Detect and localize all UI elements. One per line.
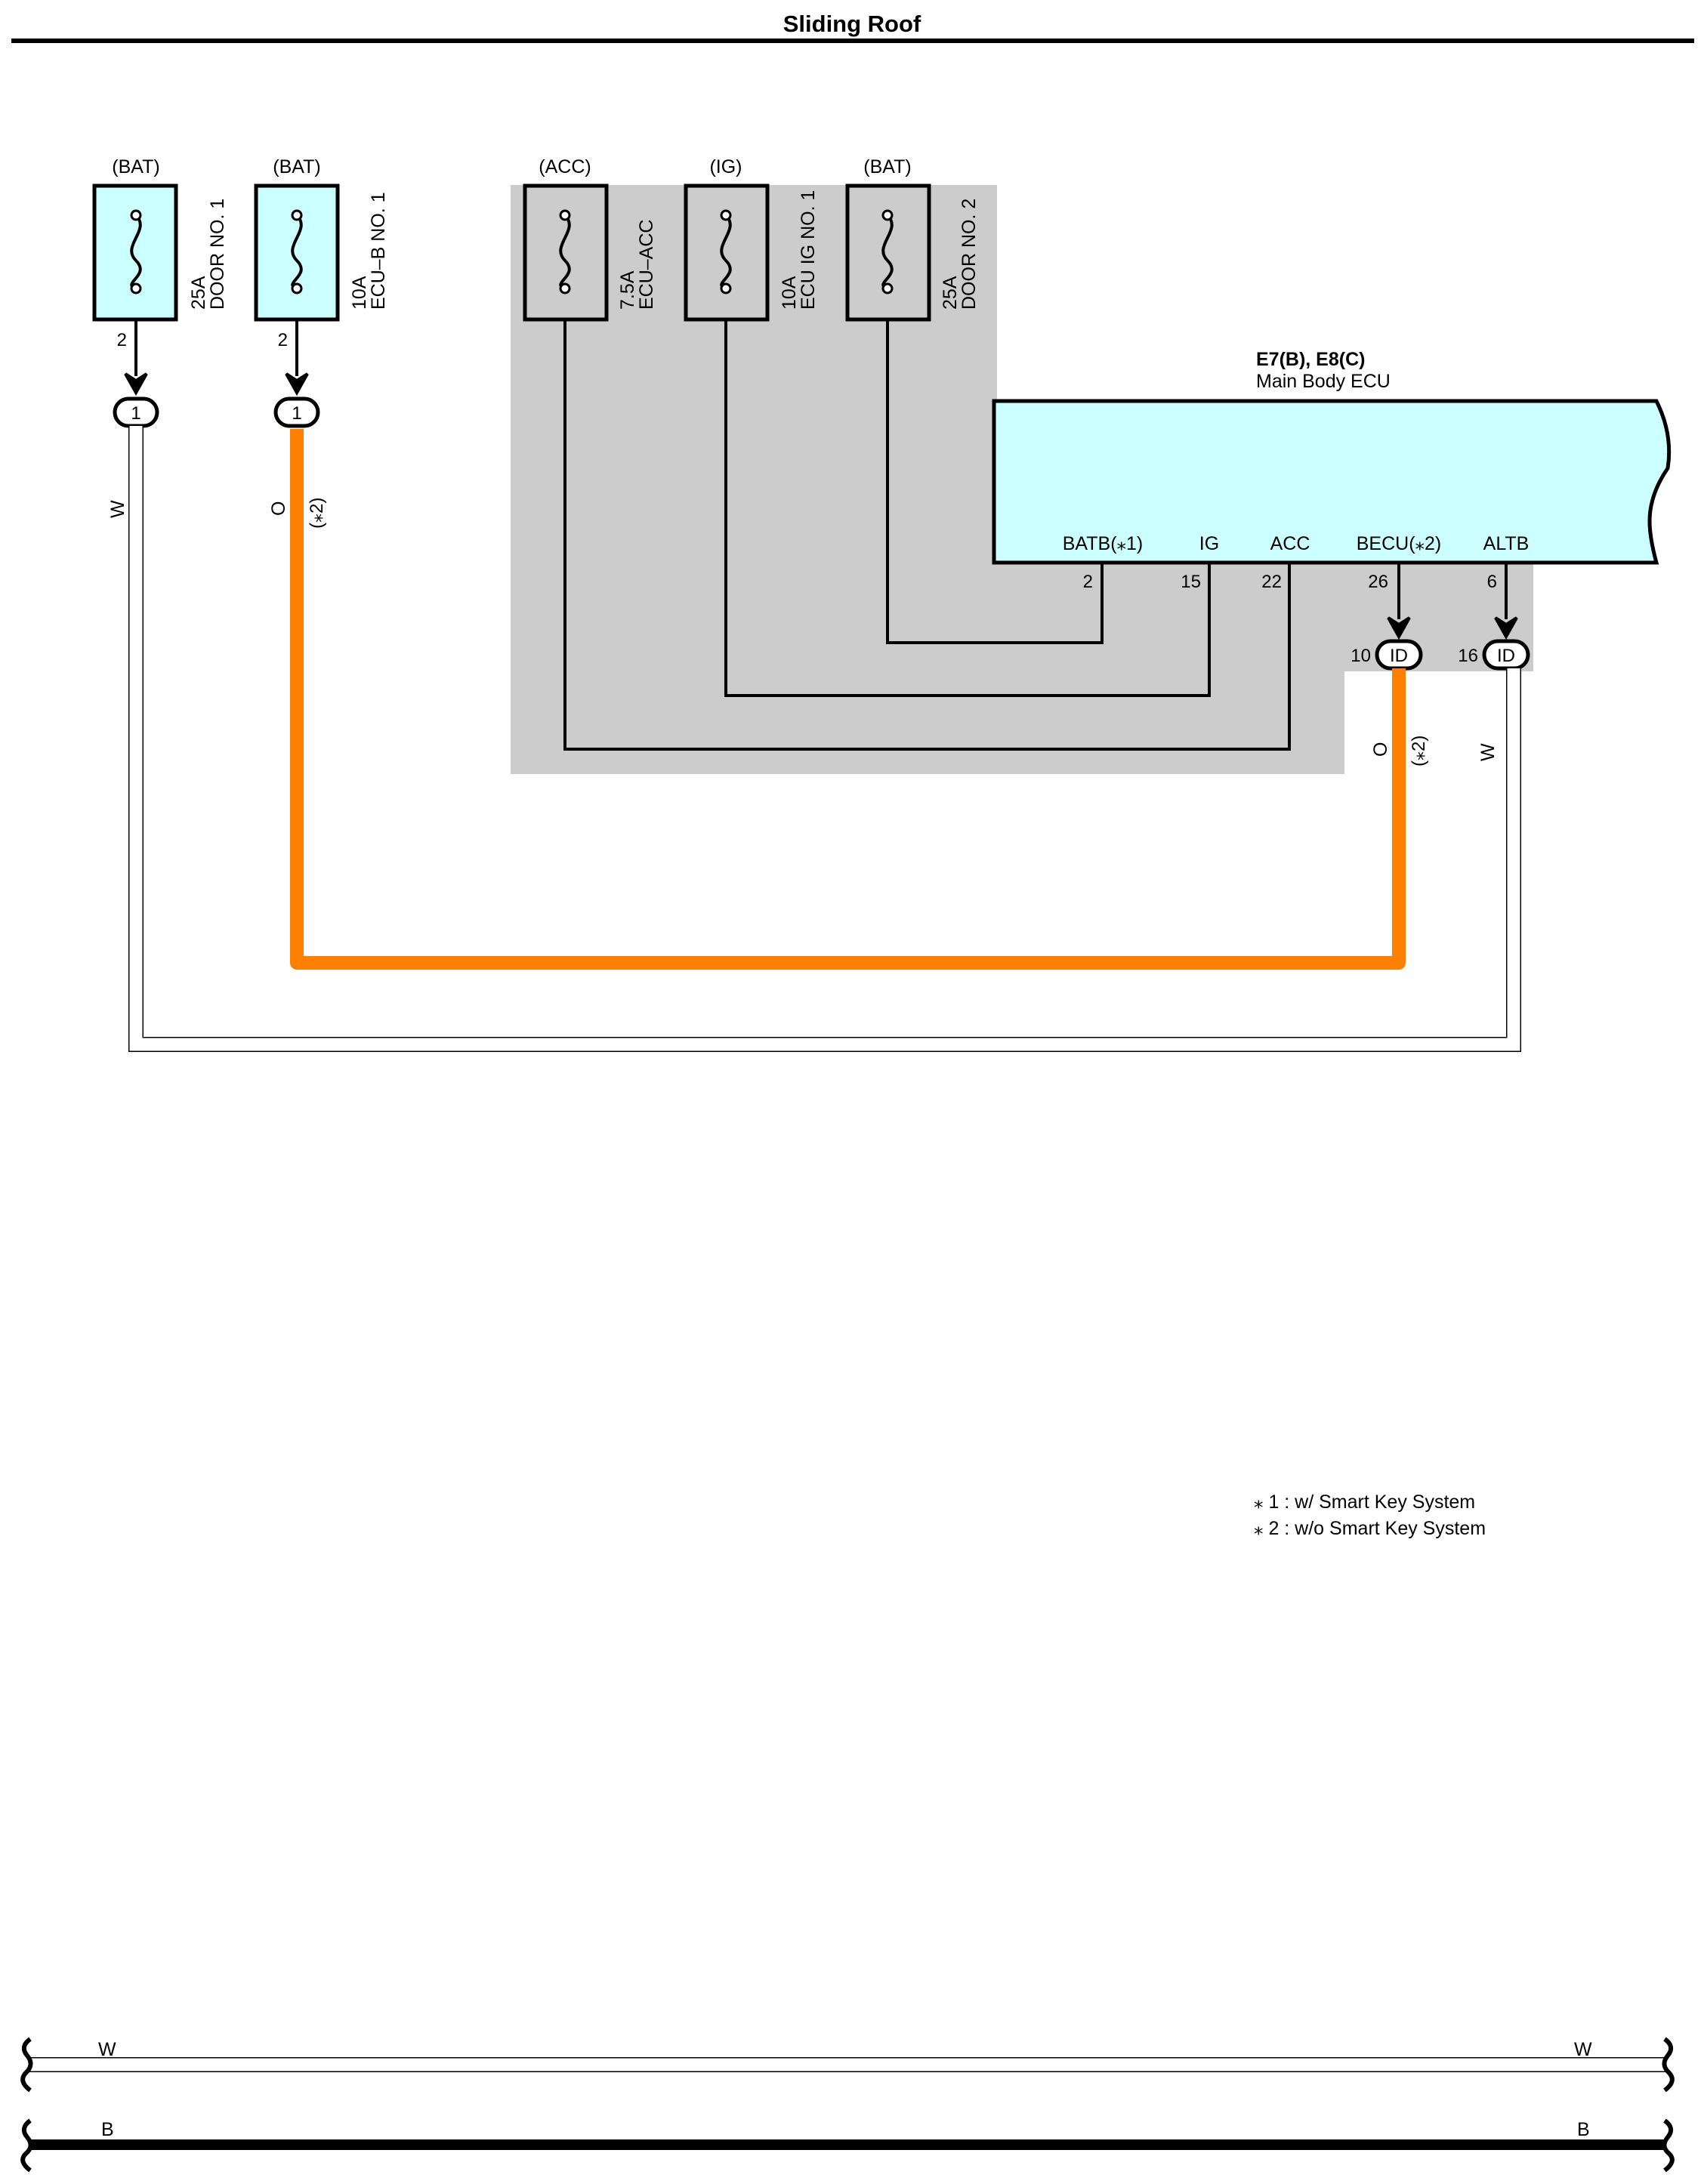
arrow-down-icon xyxy=(1387,616,1411,640)
terminal-ig: IG xyxy=(1199,533,1219,554)
bus-w-left-brace xyxy=(20,2037,33,2093)
wire-label-w-left: W xyxy=(107,500,128,518)
bus-b-left-brace xyxy=(20,2118,33,2173)
fuse-rating: 25A xyxy=(188,276,209,310)
fuse-name: ECU IG NO. 1 xyxy=(798,190,819,310)
connector-oval xyxy=(273,396,320,428)
pin-becu: 26 xyxy=(1368,572,1388,592)
orange-wire xyxy=(290,429,1406,970)
fuse-rating: 25A xyxy=(940,276,961,310)
bus-b-right-brace xyxy=(1662,2118,1675,2173)
bus-label-b-left: B xyxy=(101,2119,114,2140)
fuse-box xyxy=(92,184,178,322)
arrow-down-icon xyxy=(1494,616,1518,640)
fuse-source: (BAT) xyxy=(112,156,159,177)
terminal-becu: BECU(⁎2) xyxy=(1357,533,1442,554)
connector-pin: 1 xyxy=(131,403,140,424)
internal-wires xyxy=(563,298,1291,751)
pin-batb: 2 xyxy=(1083,572,1093,592)
ecu-name: Main Body ECU xyxy=(1256,371,1391,392)
pin-acc: 22 xyxy=(1261,572,1282,592)
fuse-terminal-bottom xyxy=(291,282,303,295)
fuse-name: ECU–B NO. 1 xyxy=(368,192,389,310)
junction-pin: 16 xyxy=(1458,646,1478,666)
fuse-box xyxy=(684,184,770,322)
terminal-batb: BATB(⁎1) xyxy=(1063,533,1144,554)
fuse-source: (IG) xyxy=(709,156,742,177)
fuse-source: (BAT) xyxy=(273,156,320,177)
white-wire xyxy=(129,426,1520,1051)
fuse-box xyxy=(523,184,609,322)
wire-label-w-right: W xyxy=(1477,743,1499,761)
fuse-source: (ACC) xyxy=(539,156,591,177)
fuse-name: DOOR NO. 1 xyxy=(207,199,228,310)
wire-ig xyxy=(724,298,1211,697)
bus-label-w-left: W xyxy=(98,2039,116,2060)
wire-label-o-left: O xyxy=(268,501,289,516)
fuse-terminal-bottom xyxy=(881,282,894,295)
arrow-down-icon xyxy=(124,372,148,396)
junction-pin: 10 xyxy=(1351,646,1371,666)
right-connectors: ID 10 ID 16 xyxy=(1351,563,1530,671)
pin-ig: 15 xyxy=(1181,572,1201,592)
fuse-icon xyxy=(720,214,732,290)
junction-label: ID xyxy=(1497,646,1515,666)
pin-altb: 6 xyxy=(1487,572,1497,592)
connector-pin: 1 xyxy=(292,403,301,424)
fuse-name: ECU–ACC xyxy=(636,220,657,310)
fuse-icon xyxy=(291,214,303,290)
ecu-box xyxy=(992,399,1672,565)
bus-label-b-right: B xyxy=(1577,2119,1590,2140)
wire-note-o-right: (⁎2) xyxy=(1409,736,1429,767)
terminal-altb: ALTB xyxy=(1483,533,1530,554)
fuse-icon xyxy=(130,214,142,290)
fuse-terminal-bottom xyxy=(559,282,571,295)
fuse-terminal-top xyxy=(881,209,894,221)
ecu-code: E7(B), E8(C) xyxy=(1256,349,1365,370)
fuse-door-no1: (BAT) 25A DOOR NO. 1 2 xyxy=(92,156,228,350)
note-1: ⁎ 1 : w/ Smart Key System xyxy=(1254,1491,1475,1513)
arrow-down-icon xyxy=(285,372,309,396)
bus-label-w-right: W xyxy=(1574,2039,1592,2060)
bus-lines: W W B B xyxy=(20,2037,1675,2173)
fuse-name: DOOR NO. 2 xyxy=(958,199,980,310)
fuse-icon xyxy=(559,214,571,290)
ecu-terminals: BATB(⁎1) IG ACC BECU(⁎2) ALTB 2 15 22 26… xyxy=(1063,533,1530,592)
fuse-pin: 2 xyxy=(278,330,288,350)
left-connectors: 1 1 xyxy=(113,319,320,428)
shaded-region-notch xyxy=(1344,671,1533,777)
junction-label: ID xyxy=(1390,646,1408,666)
fuse-terminal-top xyxy=(291,209,303,221)
note-2: ⁎ 2 : w/o Smart Key System xyxy=(1254,1518,1486,1539)
fuse-terminal-bottom xyxy=(720,282,732,295)
wire-label-o-right: O xyxy=(1370,742,1391,757)
shaded-region-right xyxy=(997,563,1533,668)
fuse-pin: 2 xyxy=(117,330,127,350)
bus-w-right-brace xyxy=(1662,2037,1675,2093)
fuse-box xyxy=(254,184,340,322)
wire-acc xyxy=(563,298,1291,751)
fuse-box xyxy=(845,184,931,322)
fuse-ecu-ig-no1: (IG) 10A ECU IG NO. 1 xyxy=(684,156,819,322)
fuse-terminal-top xyxy=(720,209,732,221)
fuse-terminal-top xyxy=(559,209,571,221)
fuse-rating: 10A xyxy=(779,276,800,310)
fuse-rating: 7.5A xyxy=(617,270,638,310)
terminal-acc: ACC xyxy=(1270,533,1310,554)
fuse-door-no2: (BAT) 25A DOOR NO. 2 xyxy=(845,156,980,322)
title-rule xyxy=(11,39,1694,43)
fuse-source: (BAT) xyxy=(863,156,911,177)
fuses: (BAT) 25A DOOR NO. 1 2 (BAT) 10A ECU–B N… xyxy=(92,156,980,350)
fuse-icon xyxy=(881,214,894,290)
page-title: Sliding Roof xyxy=(783,11,921,37)
fuse-ecu-acc: (ACC) 7.5A ECU–ACC xyxy=(523,156,657,322)
wire-note-o-left: (⁎2) xyxy=(307,498,327,529)
fuse-rating: 10A xyxy=(349,276,370,310)
fuse-terminal-top xyxy=(130,209,142,221)
fuse-terminal-bottom xyxy=(130,282,142,295)
wire-batb xyxy=(886,298,1104,644)
fuse-ecu-b-no1: (BAT) 10A ECU–B NO. 1 2 xyxy=(254,156,389,350)
